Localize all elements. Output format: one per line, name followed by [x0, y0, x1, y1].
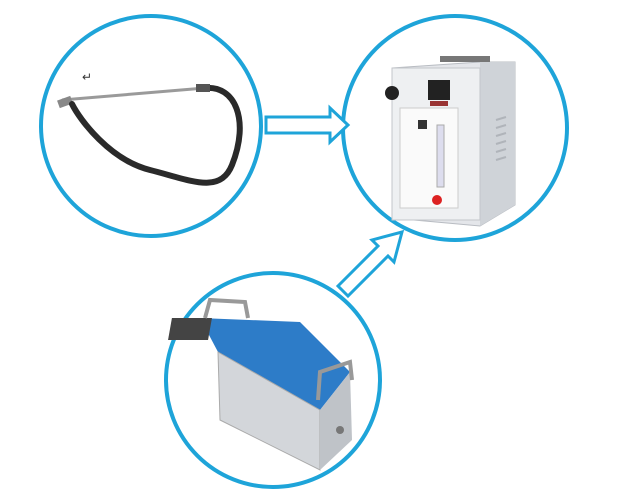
portable-analyzer-node: [164, 271, 382, 489]
arrow-probe-to-conditioner: [264, 104, 351, 146]
sampling-probe-node: [39, 14, 263, 238]
sampling-probe-icon: [57, 84, 243, 186]
gas-conditioner-node: [341, 14, 569, 242]
portable-analyzer-icon: [168, 297, 354, 471]
arrow-analyzer-to-conditioner: [335, 229, 405, 299]
node-circle: [39, 14, 263, 238]
gas-conditioner-icon: [385, 56, 516, 227]
return-mark: ↵: [82, 70, 93, 84]
